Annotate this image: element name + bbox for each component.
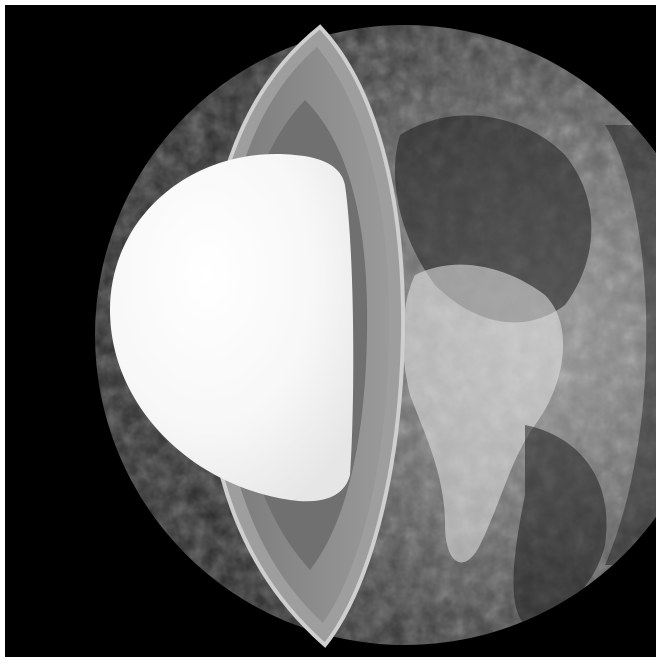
- image-panel: [5, 5, 656, 657]
- earth-cutaway-illustration: [5, 5, 656, 657]
